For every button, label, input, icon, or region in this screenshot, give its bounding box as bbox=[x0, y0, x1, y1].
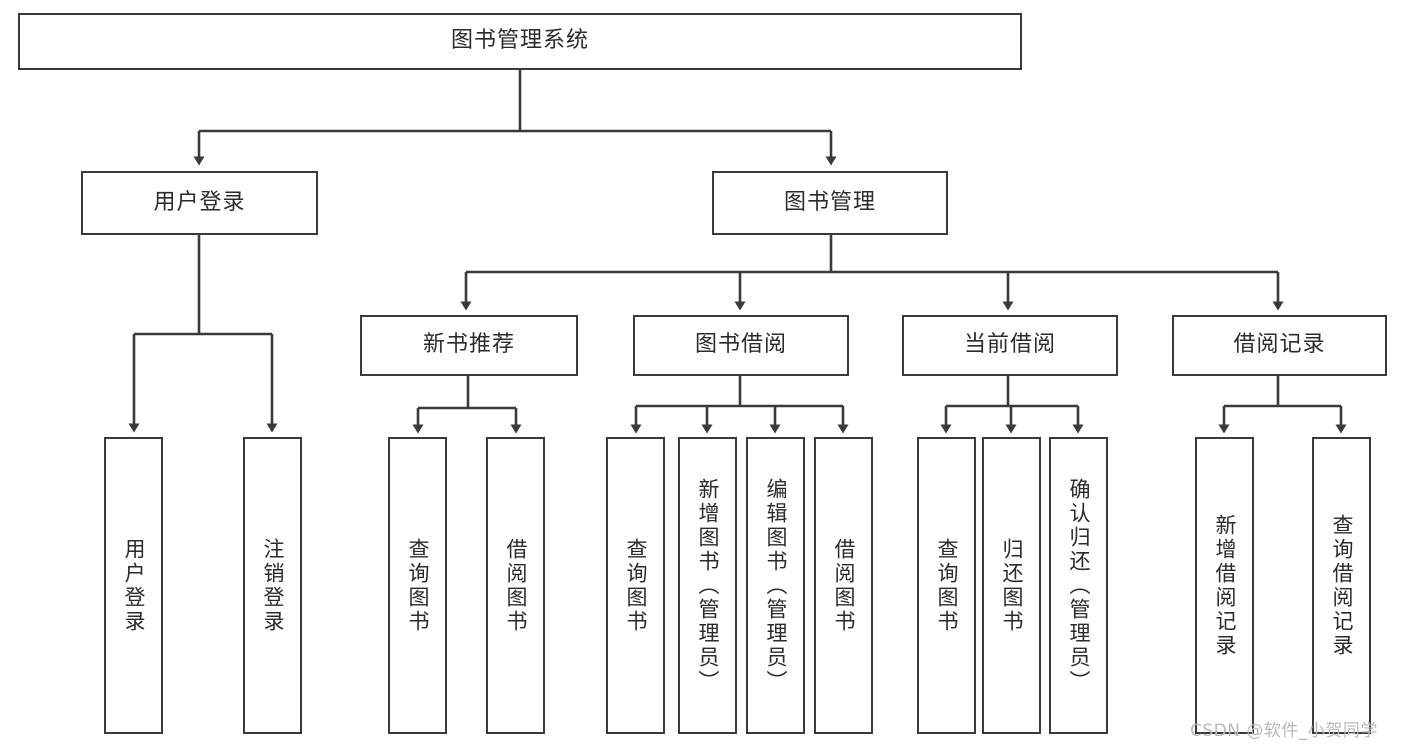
leaf-user-login-2[interactable]: 注销登录 bbox=[243, 437, 302, 734]
leaf-label: 编辑图书（管理员） bbox=[764, 477, 788, 694]
node-new-book-recommend[interactable]: 新书推荐 bbox=[360, 315, 578, 376]
leaf-label: 新增图书（管理员） bbox=[696, 477, 720, 694]
leaf-user-login-1[interactable]: 用户登录 bbox=[104, 437, 163, 734]
leaf-new-book-1[interactable]: 查询图书 bbox=[388, 437, 447, 734]
leaf-label: 注销登录 bbox=[261, 537, 285, 634]
node-book-manage[interactable]: 图书管理 bbox=[712, 171, 948, 235]
leaf-label: 用户登录 bbox=[122, 537, 146, 634]
leaf-label: 查询图书 bbox=[624, 537, 648, 634]
leaf-book-borrow-4[interactable]: 借阅图书 bbox=[814, 437, 873, 734]
leaf-label: 借阅图书 bbox=[832, 537, 856, 634]
leaf-borrow-record-1[interactable]: 新增借阅记录 bbox=[1195, 437, 1254, 734]
node-book-manage-label: 图书管理 bbox=[783, 189, 876, 215]
leaf-current-borrow-1[interactable]: 查询图书 bbox=[917, 437, 976, 734]
node-borrow-record-label: 借阅记录 bbox=[1233, 332, 1326, 358]
leaf-book-borrow-2[interactable]: 新增图书（管理员） bbox=[678, 437, 737, 734]
node-current-borrow-label: 当前借阅 bbox=[963, 332, 1056, 358]
leaf-book-borrow-3[interactable]: 编辑图书（管理员） bbox=[746, 437, 805, 734]
node-root-label: 图书管理系统 bbox=[450, 28, 589, 54]
leaf-label: 查询图书 bbox=[406, 537, 430, 634]
node-book-borrow[interactable]: 图书借阅 bbox=[633, 315, 849, 376]
node-new-book-recommend-label: 新书推荐 bbox=[422, 332, 515, 358]
leaf-label: 查询图书 bbox=[935, 537, 959, 634]
node-book-borrow-label: 图书借阅 bbox=[694, 332, 787, 358]
csdn-watermark: CSDN @软件_小贺同学 bbox=[1190, 721, 1378, 741]
leaf-current-borrow-3[interactable]: 确认归还（管理员） bbox=[1049, 437, 1108, 734]
node-current-borrow[interactable]: 当前借阅 bbox=[902, 315, 1118, 376]
node-user-login[interactable]: 用户登录 bbox=[81, 171, 318, 235]
leaf-label: 确认归还（管理员） bbox=[1067, 477, 1091, 694]
leaf-label: 查询借阅记录 bbox=[1330, 513, 1354, 658]
node-user-login-label: 用户登录 bbox=[153, 189, 246, 215]
leaf-book-borrow-1[interactable]: 查询图书 bbox=[606, 437, 665, 734]
leaf-new-book-2[interactable]: 借阅图书 bbox=[486, 437, 545, 734]
leaf-label: 归还图书 bbox=[1000, 537, 1024, 634]
node-root[interactable]: 图书管理系统 bbox=[18, 13, 1022, 70]
leaf-current-borrow-2[interactable]: 归还图书 bbox=[982, 437, 1041, 734]
leaf-label: 借阅图书 bbox=[504, 537, 528, 634]
leaf-label: 新增借阅记录 bbox=[1213, 513, 1237, 658]
node-borrow-record[interactable]: 借阅记录 bbox=[1172, 315, 1387, 376]
leaf-borrow-record-2[interactable]: 查询借阅记录 bbox=[1312, 437, 1371, 734]
